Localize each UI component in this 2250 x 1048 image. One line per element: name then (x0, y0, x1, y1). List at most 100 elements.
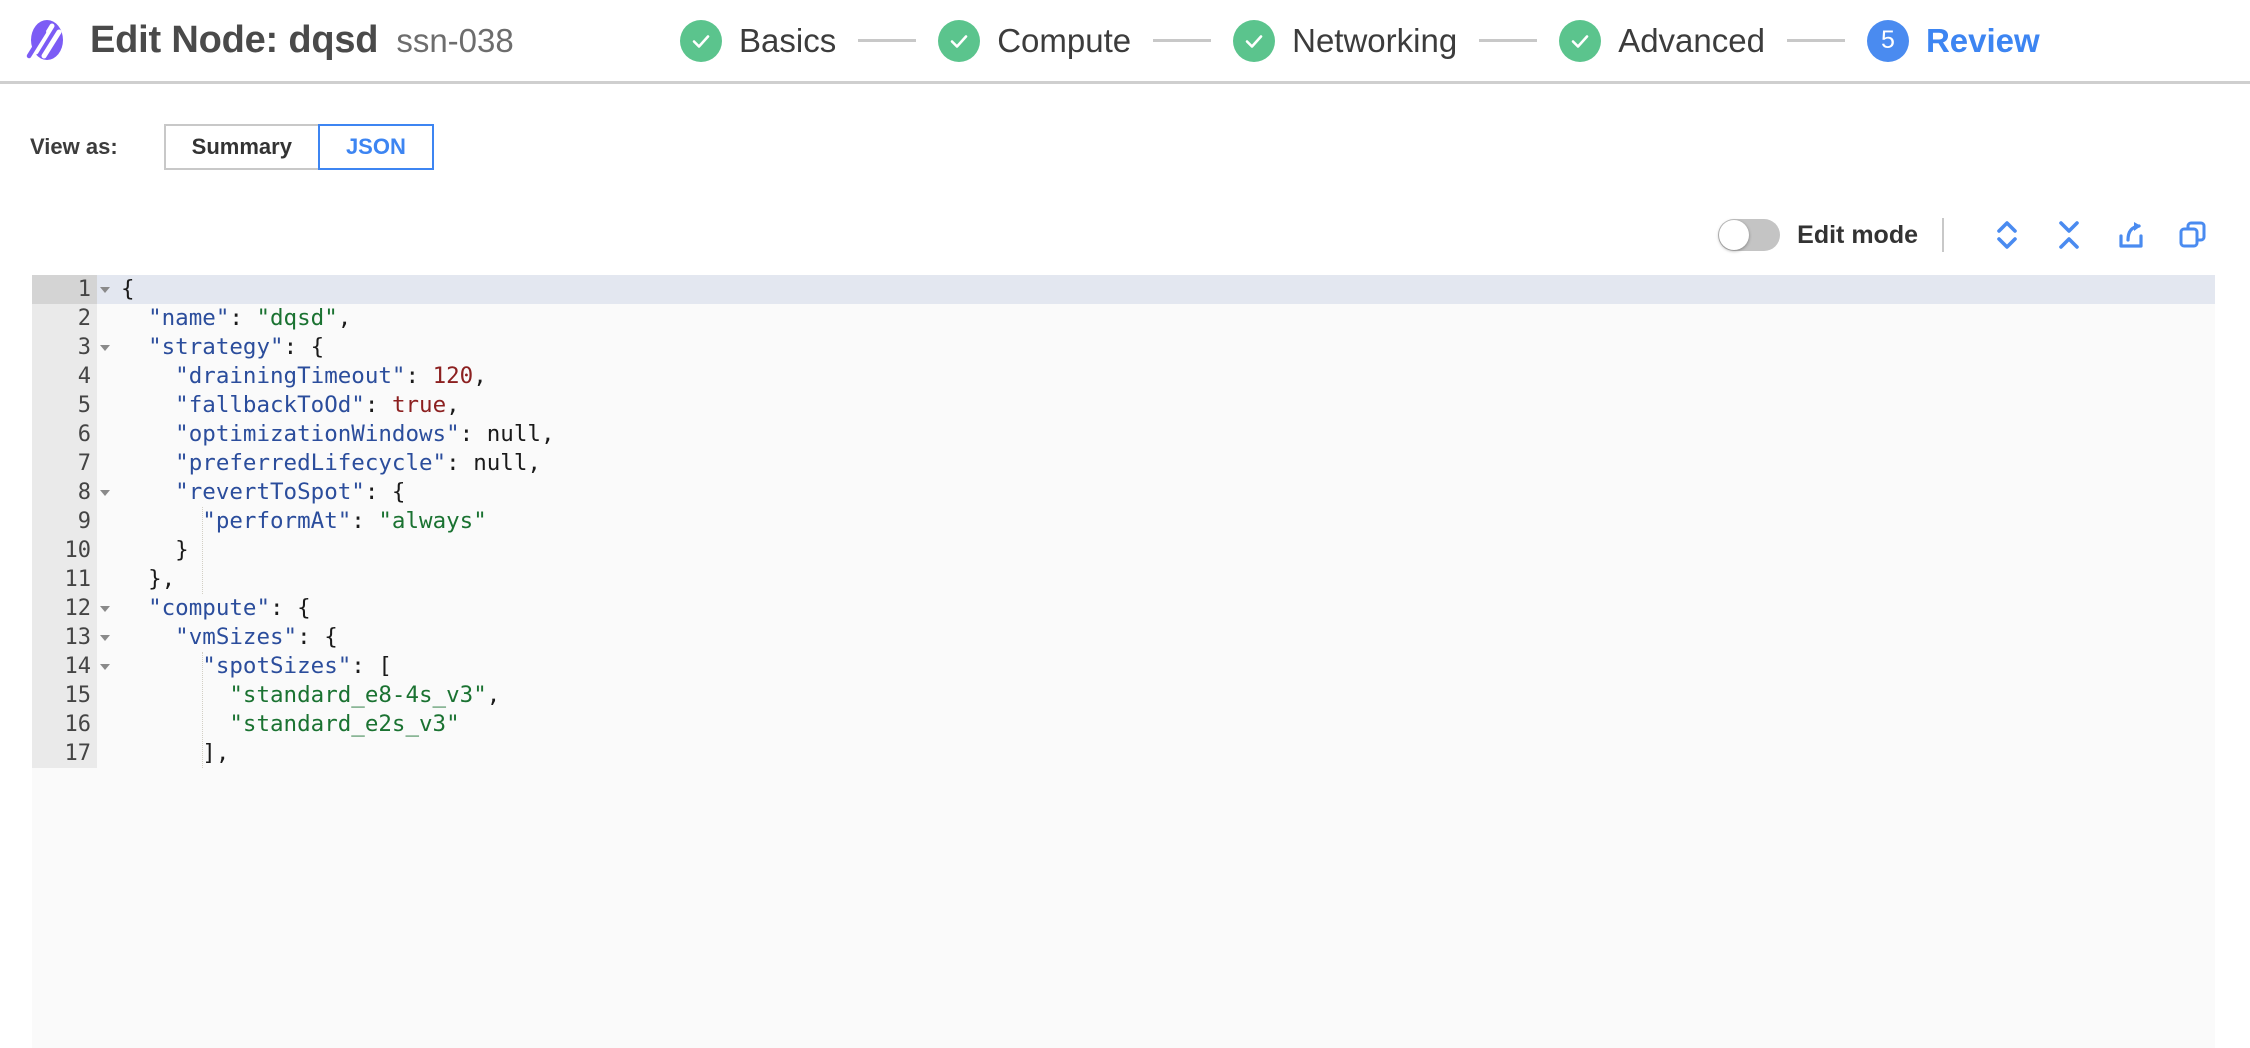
line-number: 10 (32, 536, 97, 565)
code-text: "compute": { (121, 595, 311, 621)
wizard-step-basics[interactable]: Basics (680, 19, 837, 62)
line-number: 17 (32, 739, 97, 768)
step-label: Networking (1292, 21, 1458, 59)
line-number: 4 (32, 362, 97, 391)
collapse-all-icon[interactable] (2046, 214, 2092, 256)
code-text: }, (121, 566, 176, 592)
code-line[interactable]: 1{ (32, 275, 2215, 304)
code-line[interactable]: 17 ], (32, 739, 2215, 768)
line-number: 11 (32, 565, 97, 594)
step-label: Review (1925, 21, 2040, 59)
edit-mode-toggle-knob (1719, 220, 1750, 250)
wizard-step-advanced[interactable]: Advanced (1559, 19, 1765, 62)
view-as-label: View as: (30, 134, 118, 159)
code-line[interactable]: 9 "performAt": "always" (32, 507, 2215, 536)
code-text: "spotSizes": [ (121, 653, 392, 679)
copy-icon[interactable] (2170, 214, 2216, 256)
code-line[interactable]: 2 "name": "dqsd", (32, 304, 2215, 333)
page-title-subtitle: ssn-038 (396, 22, 514, 59)
line-number: 7 (32, 449, 97, 478)
line-number: 2 (32, 304, 97, 333)
check-icon (680, 19, 722, 62)
code-text: "optimizationWindows": null, (121, 421, 555, 447)
line-number: 13 (32, 623, 97, 652)
view-as-option-summary[interactable]: Summary (163, 124, 320, 170)
edit-mode-label: Edit mode (1797, 220, 1918, 249)
code-text: "strategy": { (121, 334, 325, 360)
line-number: 1 (32, 275, 97, 304)
view-as-option-json[interactable]: JSON (317, 124, 434, 170)
json-editor[interactable]: 1{2 "name": "dqsd",3 "strategy": {4 "dra… (32, 275, 2215, 1048)
step-label: Advanced (1618, 21, 1765, 59)
code-text: ], (121, 740, 230, 766)
code-text: "standard_e8-4s_v3", (121, 682, 501, 708)
step-number-badge: 5 (1866, 19, 1909, 62)
toolbar-divider (1942, 218, 1944, 252)
line-number: 15 (32, 681, 97, 710)
wizard-stepper: Basics Compute Networking Advanced 5 Review (680, 0, 2040, 81)
check-icon (1559, 19, 1602, 62)
page-title: Edit Node: dqsd ssn-038 (90, 19, 514, 62)
code-line[interactable]: 3 "strategy": { (32, 333, 2215, 362)
code-line[interactable]: 8 "revertToSpot": { (32, 478, 2215, 507)
code-text: { (121, 276, 135, 302)
line-number: 6 (32, 420, 97, 449)
code-line[interactable]: 14 "spotSizes": [ (32, 652, 2215, 681)
fold-toggle-icon[interactable] (98, 341, 112, 355)
code-line[interactable]: 7 "preferredLifecycle": null, (32, 449, 2215, 478)
fold-toggle-icon[interactable] (98, 602, 112, 616)
code-text: "revertToSpot": { (121, 479, 406, 505)
code-line[interactable]: 13 "vmSizes": { (32, 623, 2215, 652)
step-connector (1153, 39, 1212, 42)
code-text: "performAt": "always" (121, 508, 487, 534)
code-line[interactable]: 16 "standard_e2s_v3" (32, 710, 2215, 739)
fold-toggle-icon[interactable] (98, 486, 112, 500)
line-number: 16 (32, 710, 97, 739)
step-connector (1479, 39, 1538, 42)
code-line[interactable]: 10 } (32, 536, 2215, 565)
step-connector (1786, 39, 1845, 42)
step-label: Basics (739, 21, 837, 59)
code-text: "drainingTimeout": 120, (121, 363, 487, 389)
edit-mode-toggle[interactable] (1718, 219, 1781, 251)
line-number: 14 (32, 652, 97, 681)
code-line[interactable]: 5 "fallbackToOd": true, (32, 391, 2215, 420)
editor-toolbar: Edit mode (0, 211, 2250, 259)
wizard-step-networking[interactable]: Networking (1233, 19, 1458, 62)
check-icon (938, 19, 981, 62)
indent-guide (202, 652, 204, 768)
fold-toggle-icon[interactable] (98, 660, 112, 674)
step-connector (858, 39, 917, 42)
fold-toggle-icon[interactable] (98, 631, 112, 645)
line-number: 9 (32, 507, 97, 536)
step-label: Compute (997, 21, 1132, 59)
code-line[interactable]: 4 "drainingTimeout": 120, (32, 362, 2215, 391)
code-line[interactable]: 15 "standard_e8-4s_v3", (32, 681, 2215, 710)
check-icon (1233, 19, 1276, 62)
page-title-main: Edit Node: dqsd (90, 19, 379, 61)
wizard-step-review[interactable]: 5 Review (1866, 19, 2040, 62)
line-number: 3 (32, 333, 97, 362)
indent-guide (202, 507, 204, 594)
line-number: 8 (32, 478, 97, 507)
export-icon[interactable] (2108, 214, 2154, 256)
step-number: 5 (1881, 26, 1895, 54)
spot-logo (22, 18, 68, 64)
code-text: } (121, 537, 189, 563)
code-text: "name": "dqsd", (121, 305, 352, 331)
code-text: "standard_e2s_v3" (121, 711, 460, 737)
wizard-step-compute[interactable]: Compute (938, 19, 1132, 62)
code-text: "fallbackToOd": true, (121, 392, 460, 418)
line-number: 12 (32, 594, 97, 623)
line-number: 5 (32, 391, 97, 420)
expand-all-icon[interactable] (1984, 214, 2030, 256)
page-header: Edit Node: dqsd ssn-038 Basics Compute Net… (0, 0, 2250, 84)
fold-toggle-icon[interactable] (98, 283, 112, 297)
code-line[interactable]: 12 "compute": { (32, 594, 2215, 623)
code-text: "preferredLifecycle": null, (121, 450, 541, 476)
code-text: "vmSizes": { (121, 624, 338, 650)
code-line[interactable]: 11 }, (32, 565, 2215, 594)
code-line[interactable]: 6 "optimizationWindows": null, (32, 420, 2215, 449)
